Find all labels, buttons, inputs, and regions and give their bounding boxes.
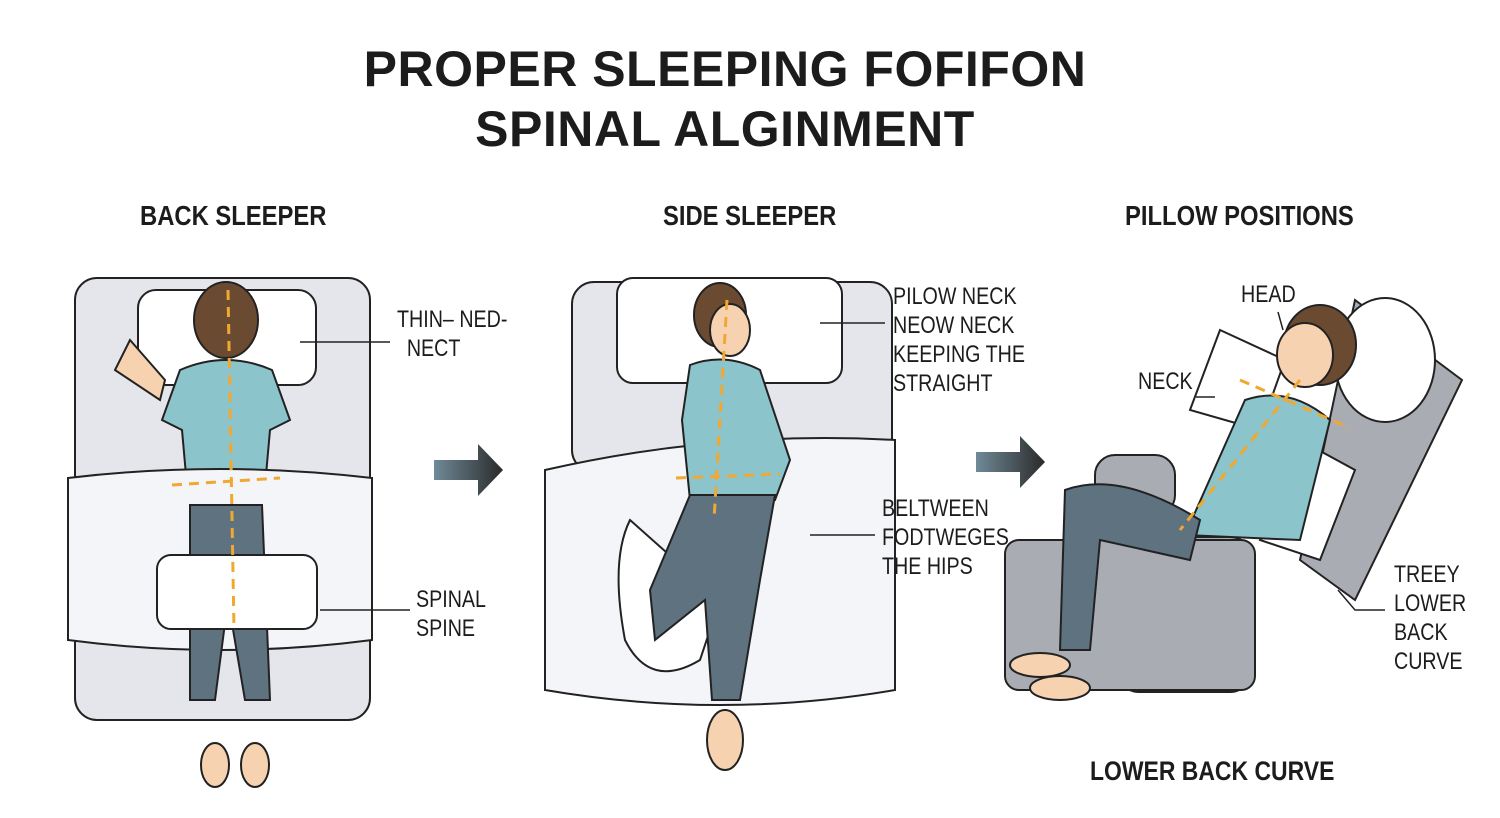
title-line-1: PROPER SLEEPING FOFIFON: [363, 41, 1087, 97]
label-line: TREEY: [1394, 561, 1460, 588]
label-line: LOWER: [1394, 590, 1467, 617]
label-line: THE HIPS: [882, 553, 973, 580]
label-lower-back-curve: TREEY LOWER BACK CURVE: [1394, 560, 1466, 676]
heading-pillow-positions: PILLOW POSITIONS: [1125, 200, 1354, 231]
side-sleeper-figure: [544, 277, 896, 771]
label-between-hips: BELTWEEN FODTWEGES THE HIPS: [882, 494, 1009, 581]
label-head: HEAD: [1241, 280, 1296, 309]
label-line: NEOW NECK: [893, 312, 1015, 339]
label-line: FODTWEGES: [882, 524, 1009, 551]
label-line: PILOW NECK: [893, 283, 1017, 310]
footer-caption: LOWER BACK CURVE: [1090, 756, 1335, 786]
label-line: KEEPING THE: [893, 341, 1025, 368]
label-line: HEAD: [1241, 281, 1296, 308]
label-pillow-neck: PILOW NECK NEOW NECK KEEPING THE STRAIGH…: [893, 282, 1025, 398]
label-line: STRAIGHT: [893, 370, 993, 397]
label-line: SPINAL: [416, 586, 487, 613]
label-line: NECT: [406, 335, 461, 362]
label-thin-neck: THIN– NED- NECT: [397, 305, 507, 363]
arrow-right-icon: [434, 444, 503, 496]
back-sleeper-figure: [67, 277, 410, 788]
label-spinal-spine: SPINAL SPINE: [416, 585, 486, 643]
arrow-right-icon: [976, 436, 1045, 488]
label-line: BACK: [1394, 619, 1448, 646]
label-line: THIN– NED-: [397, 306, 508, 333]
label-line: CURVE: [1394, 648, 1463, 675]
label-neck: NECK: [1138, 367, 1193, 396]
heading-side-sleeper: SIDE SLEEPER: [663, 200, 837, 231]
label-line: NECK: [1138, 368, 1193, 395]
recliner-figure: [1004, 297, 1464, 701]
label-line: BELTWEEN: [882, 495, 989, 522]
label-line: SPINE: [416, 615, 476, 642]
title-line-2: SPINAL ALGINMENT: [475, 101, 975, 157]
heading-back-sleeper: BACK SLEEPER: [140, 200, 327, 231]
